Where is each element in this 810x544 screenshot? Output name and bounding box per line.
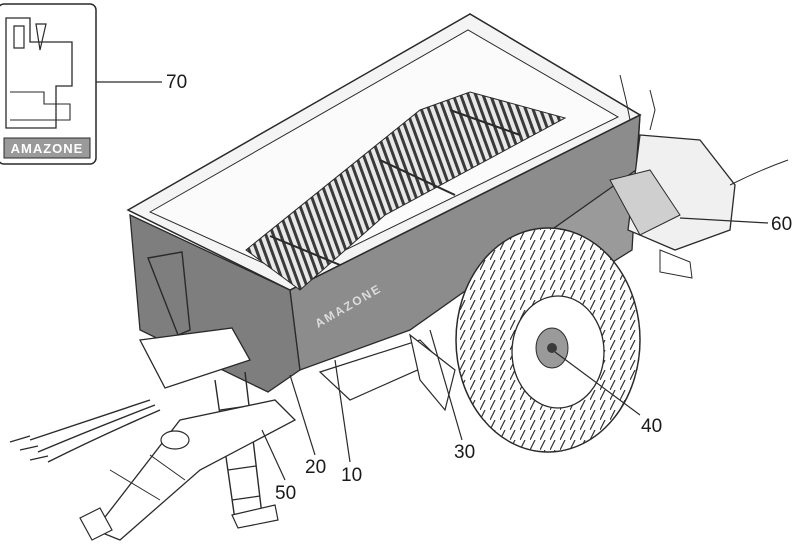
spreader-unit	[609, 74, 789, 279]
decal-inset: AMAZONE	[0, 3, 97, 165]
decal-brand-text: AMAZONE	[11, 141, 84, 156]
wheel	[455, 227, 641, 453]
leader-60	[679, 217, 769, 224]
leader-50	[261, 429, 286, 481]
callout-50: 50	[275, 483, 297, 504]
ladder-platform	[138, 251, 279, 529]
leader-10	[334, 359, 351, 463]
callout-30: 30	[454, 442, 476, 463]
leader-40	[554, 351, 641, 416]
leader-30	[429, 329, 463, 441]
chassis	[318, 333, 456, 412]
hydraulic-hoses	[9, 399, 161, 463]
leader-20	[289, 374, 316, 456]
callout-40: 40	[641, 416, 663, 437]
callout-20: 20	[305, 457, 327, 478]
callout-10: 10	[341, 465, 363, 486]
callout-60: 60	[771, 214, 793, 235]
leader-lines	[261, 217, 769, 481]
callout-70: 70	[166, 72, 188, 93]
drawbar	[79, 399, 297, 541]
